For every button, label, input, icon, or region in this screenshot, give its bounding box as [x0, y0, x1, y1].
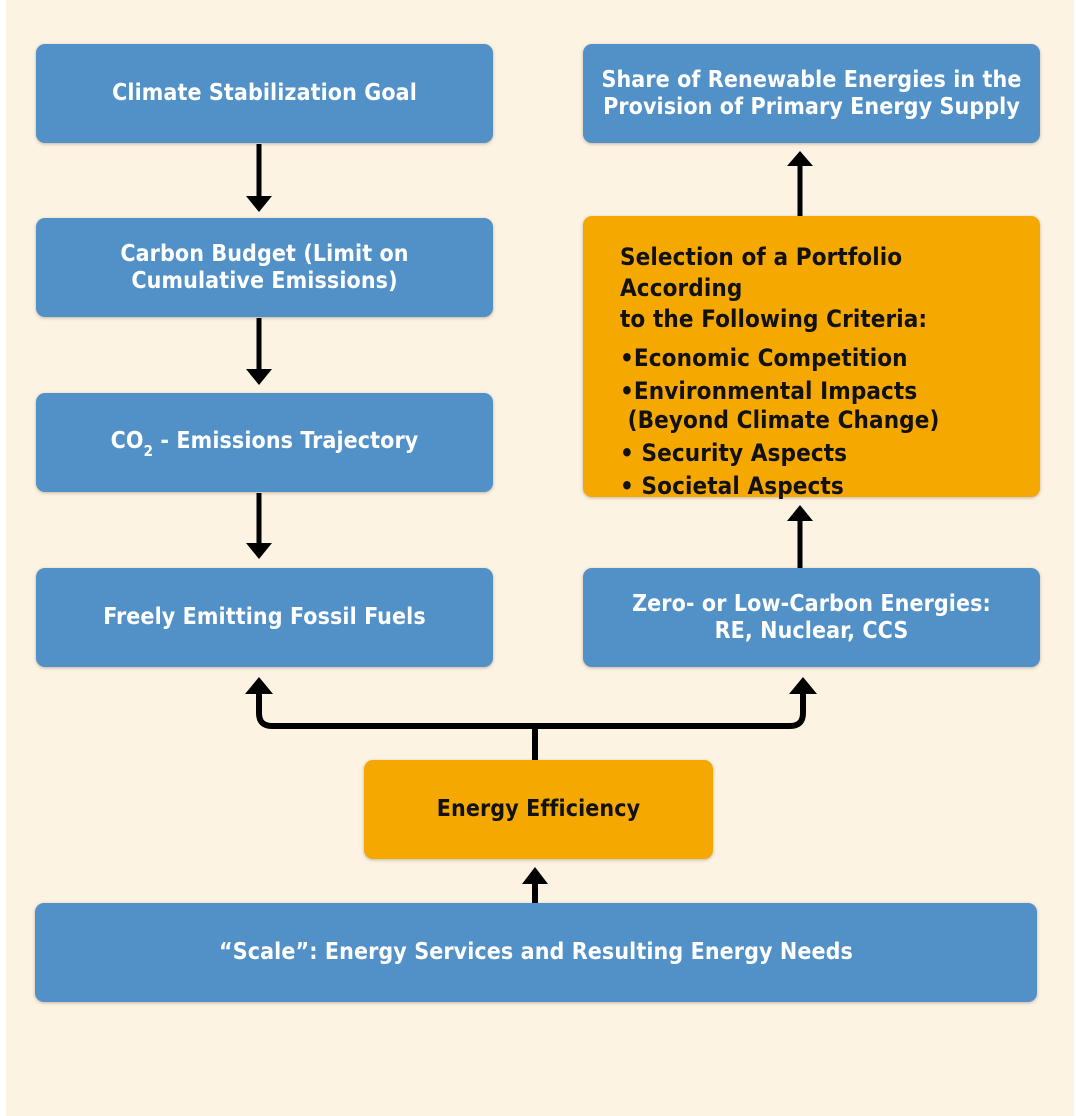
co2-trajectory-box: CO2 - Emissions Trajectory: [36, 393, 493, 492]
renewables-share-text-line2: Provision of Primary Energy Supply: [603, 93, 1020, 120]
criteria-item-environmental: •Environmental Impacts (Beyond Climate C…: [620, 377, 939, 435]
fossil-fuels-text: Freely Emitting Fossil Fuels: [103, 604, 426, 630]
fossil-fuels-box: Freely Emitting Fossil Fuels: [36, 568, 493, 667]
climate-goal-box: Climate Stabilization Goal: [36, 44, 493, 143]
scale-box: “Scale”: Energy Services and Resulting E…: [35, 903, 1037, 1002]
arrow-trajectory-to-fossil: [246, 493, 272, 559]
co2-prefix: CO: [110, 428, 144, 454]
low-carbon-box: Zero- or Low-Carbon Energies: RE, Nuclea…: [583, 568, 1040, 667]
portfolio-heading: Selection of a Portfolio According to th…: [620, 242, 1020, 335]
scale-text: “Scale”: Energy Services and Resulting E…: [219, 939, 853, 965]
renewables-share-box: Share of Renewable Energies in the Provi…: [583, 44, 1040, 143]
carbon-budget-text-line1: Carbon Budget (Limit on: [120, 240, 409, 267]
criteria-item-societal: • Societal Aspects: [620, 472, 939, 501]
arrow-portfolio-to-share: [787, 151, 813, 216]
co2-suffix: - Emissions Trajectory: [153, 428, 419, 454]
criteria-item-text: •Economic Competition: [620, 344, 908, 372]
low-carbon-text-line2: RE, Nuclear, CCS: [714, 617, 909, 644]
carbon-budget-box: Carbon Budget (Limit on Cumulative Emiss…: [36, 218, 493, 317]
renewables-share-text-line1: Share of Renewable Energies in the: [601, 66, 1022, 93]
arrow-goal-to-budget: [246, 144, 272, 212]
arrow-budget-to-trajectory: [246, 318, 272, 385]
carbon-budget-text-line2: Cumulative Emissions): [131, 267, 398, 294]
criteria-item-text: (Beyond Climate Change): [620, 406, 940, 434]
arrow-efficiency-branch: [245, 677, 817, 760]
low-carbon-text-line1: Zero- or Low-Carbon Energies:: [632, 590, 991, 617]
criteria-item-economic: •Economic Competition: [620, 344, 939, 373]
arrow-scale-to-efficiency: [522, 867, 548, 903]
portfolio-heading-line2: to the Following Criteria:: [620, 305, 928, 333]
criteria-item-text: • Societal Aspects: [620, 472, 844, 500]
arrow-lowcarbon-to-portfolio: [787, 505, 813, 568]
portfolio-selection-box: Selection of a Portfolio According to th…: [583, 216, 1040, 500]
climate-goal-text: Climate Stabilization Goal: [112, 80, 417, 106]
criteria-item-text: •Environmental Impacts: [620, 377, 918, 405]
criteria-item-security: • Security Aspects: [620, 439, 939, 468]
co2-trajectory-text: CO2 - Emissions Trajectory: [110, 428, 419, 460]
portfolio-heading-line1: Selection of a Portfolio According: [620, 243, 903, 302]
criteria-list: •Economic Competition •Environmental Imp…: [620, 344, 939, 505]
energy-efficiency-text: Energy Efficiency: [436, 796, 641, 822]
criteria-item-text: • Security Aspects: [620, 439, 848, 467]
co2-subscript: 2: [143, 442, 154, 460]
energy-efficiency-box: Energy Efficiency: [364, 760, 713, 859]
